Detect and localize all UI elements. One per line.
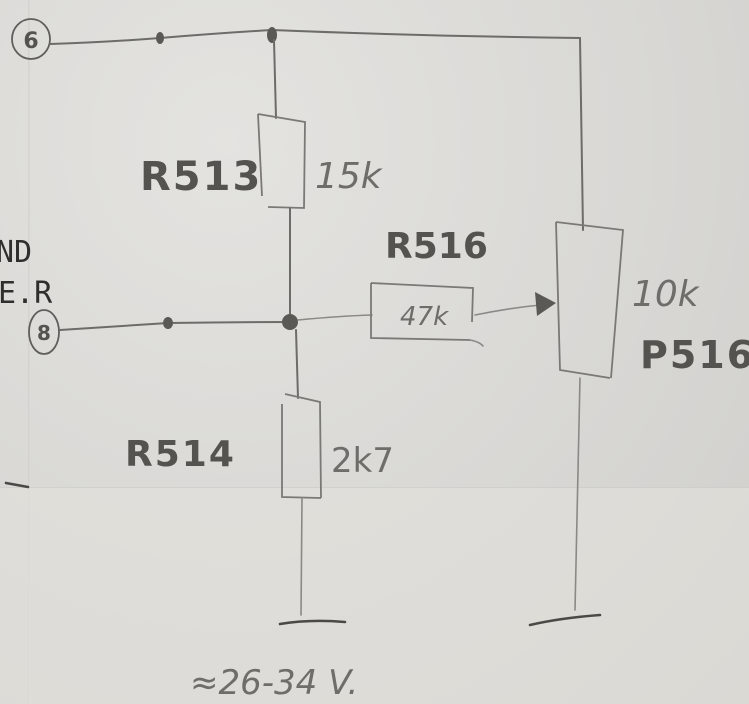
terminal-6-label: 6	[23, 29, 38, 54]
wire-r516-to-wiper	[474, 304, 541, 316]
node-connector-top-left	[156, 32, 164, 44]
wire-junction-to-r514	[295, 329, 299, 399]
wire-terminal-8	[59, 321, 291, 331]
paper-fold-vertical	[28, 0, 31, 704]
node-connector-mid-left	[163, 317, 173, 329]
node-junction-top	[267, 27, 277, 43]
terminal-8-label: 8	[37, 321, 51, 345]
r514-designator: R514	[125, 434, 236, 475]
wire-r514-to-ground	[300, 497, 303, 616]
stray-pen-mark	[4, 481, 30, 489]
printed-text-er: E.R	[0, 276, 53, 311]
r513-designator: R513	[140, 154, 262, 200]
terminal-8: 8	[28, 309, 60, 355]
voltage-note: ≈26-34 V.	[190, 663, 358, 703]
wire-to-r513	[273, 39, 277, 119]
paper-lower-section	[0, 488, 749, 704]
p516-designator: P516	[640, 333, 749, 377]
wire-top-rail	[49, 28, 581, 45]
paper-fold-horizontal	[0, 487, 749, 489]
wire-right-rail-bottom	[574, 377, 581, 611]
r514-body	[281, 393, 322, 499]
ground-symbol-left	[278, 619, 347, 626]
r513-body	[257, 113, 306, 209]
terminal-6-ring	[11, 18, 51, 60]
wire-junction-to-r516	[297, 314, 373, 321]
node-junction-mid	[282, 314, 298, 330]
r516-body	[370, 282, 474, 341]
r516-value: 47k	[400, 302, 449, 332]
r516-body-tail	[469, 339, 484, 347]
ground-symbol-right	[528, 613, 602, 627]
printed-text-nd: ND	[0, 235, 32, 270]
r516-designator: R516	[385, 226, 488, 267]
r513-value: 15k	[315, 156, 384, 197]
terminal-8-ring	[28, 309, 60, 355]
wire-right-rail-top	[579, 37, 584, 231]
p516-value: 10k	[632, 274, 701, 315]
wiper-arrow-icon	[535, 292, 556, 316]
r514-value: 2k7	[331, 441, 394, 481]
p516-body	[555, 221, 624, 379]
terminal-6: 6	[11, 18, 51, 60]
